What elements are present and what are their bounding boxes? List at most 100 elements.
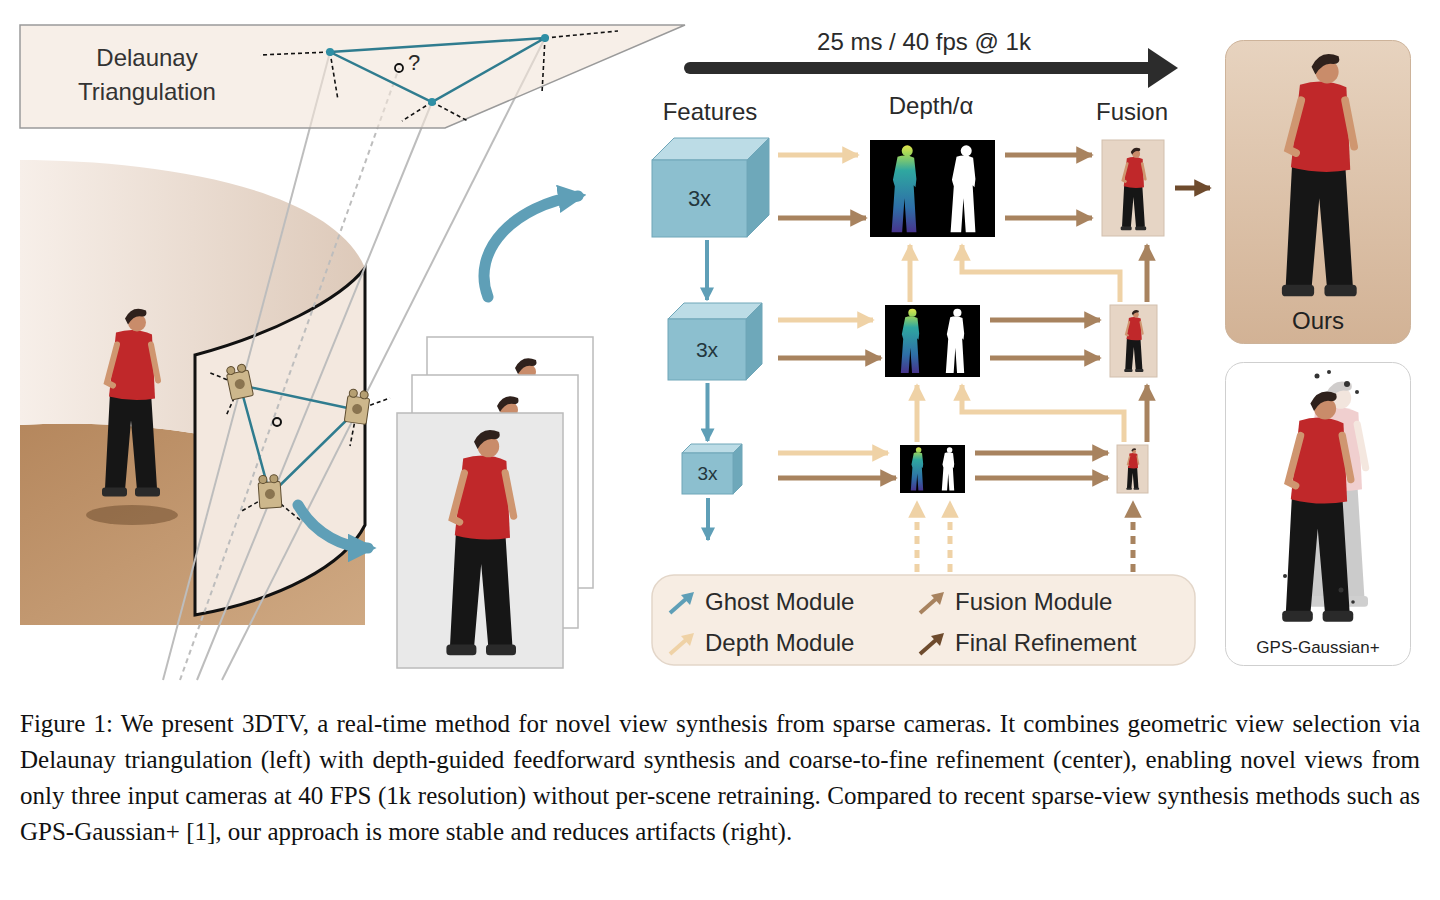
view-selection-panel-shape — [20, 25, 685, 128]
flow-curve-arrows-part — [298, 505, 368, 548]
camera-rig-part-part — [234, 378, 246, 390]
pipeline-arrows-part — [948, 502, 953, 572]
legend-sample — [917, 631, 947, 657]
input-image-stack-part — [446, 430, 516, 655]
camera-rays-part — [180, 68, 399, 680]
figure-label: Depth/α — [851, 92, 1011, 121]
pipeline-arrows-part — [706, 498, 710, 540]
feature-cube-shape-part — [733, 444, 742, 494]
ghost-module-arrow — [706, 383, 710, 441]
camera-rig-part-part — [259, 475, 268, 484]
feature-cube-shape-part — [652, 160, 747, 237]
capture-stage-part — [86, 505, 178, 525]
depth-alpha-maps-part — [900, 445, 965, 493]
comparison-panel-shape-part — [1226, 363, 1411, 666]
legend-arrow-head — [681, 592, 694, 605]
figure-label: Features — [630, 98, 790, 127]
pipeline-arrows-part — [990, 356, 1100, 361]
fusion-outputs-part — [1124, 310, 1143, 372]
timing-arrow-part — [690, 62, 1152, 74]
node-text: GPS-Gaussian+ — [1229, 638, 1407, 658]
legend-text: Depth Module — [705, 629, 854, 658]
fusion-outputs-part — [1121, 148, 1147, 231]
feature-cube: 3x — [652, 138, 769, 237]
pipeline-arrows-part — [975, 451, 1108, 456]
feature-cube: 3x — [668, 303, 762, 380]
camera-rig-part-part — [344, 396, 369, 425]
view-selection-panel-shape-part-part — [542, 38, 545, 93]
result-panel: Ours — [1225, 40, 1411, 344]
legend-arrow-shaft — [670, 598, 687, 613]
comparison-panel-shape-part-part — [1355, 390, 1359, 394]
legend-box-part — [652, 575, 1195, 665]
legend-arrow-shaft — [920, 639, 937, 654]
depth-alpha-maps-part — [942, 447, 954, 490]
view-selection-panel-shape-part — [395, 64, 403, 72]
camera-rig-part-part — [265, 489, 276, 500]
comparison-panel-shape-part-part — [1315, 374, 1320, 379]
pipeline-arrows-part — [975, 476, 1108, 481]
timing-arrow-part — [1148, 48, 1178, 88]
depth-alpha-maps-part — [951, 145, 976, 232]
comparison-panel-shape-part-part — [1344, 381, 1350, 387]
camera-rays-part — [163, 52, 330, 680]
legend-arrow-shaft — [920, 598, 937, 613]
view-selection-panel-shape-part-part — [432, 102, 468, 121]
view-selection-panel-shape-part-part — [260, 52, 330, 55]
figure-label: ? — [408, 50, 428, 76]
camera-rig-part-part — [270, 474, 279, 483]
camera-rig-part — [240, 385, 357, 495]
legend-arrow-shaft — [670, 639, 687, 654]
pipeline-arrows-part — [778, 216, 866, 221]
camera-rig-part-part — [349, 389, 358, 398]
pipeline-arrows-part — [778, 318, 873, 323]
camera-rig-part-part — [226, 366, 235, 375]
result-panel-shape-part — [1226, 41, 1411, 344]
pipeline-arrows-part — [1005, 216, 1092, 221]
pipeline-arrows-part — [1175, 186, 1210, 191]
pipeline-arrows-part — [778, 451, 888, 456]
pipeline-arrows-part — [778, 356, 881, 361]
fusion-outputs-part — [1110, 305, 1157, 377]
feature-cube-shape-part — [668, 319, 746, 380]
camera-rig-part-part — [360, 390, 369, 399]
legend-text: Final Refinement — [955, 629, 1136, 658]
fusion-outputs-part — [1126, 448, 1139, 489]
camera-rig — [208, 363, 390, 520]
legend-arrow-head — [931, 592, 944, 605]
depth-alpha-maps — [870, 140, 995, 493]
pipeline-arrows-part — [915, 385, 920, 442]
comparison-panel-shape-part-part — [1339, 588, 1344, 593]
view-selection-panel-shape-part — [260, 31, 618, 121]
depth-alpha-maps-part — [946, 309, 964, 373]
fusion-outputs-part — [1117, 445, 1148, 493]
capture-stage-part — [102, 309, 160, 497]
comparison-panel-shape-part — [1282, 392, 1353, 622]
comparison-panel: GPS-Gaussian+ — [1225, 362, 1411, 666]
feature-cube-shape-part — [682, 444, 742, 453]
node-text: Ours — [1229, 307, 1407, 336]
view-selection-panel: Delaunay Triangulation — [20, 25, 685, 128]
comparison-panel-shape — [1225, 362, 1411, 666]
legend-sample — [667, 590, 697, 616]
legend-box — [652, 575, 1195, 665]
pipeline-arrows-part — [908, 245, 913, 302]
comparison-panel-shape-part-part — [1351, 600, 1355, 604]
depth-alpha-maps-part — [901, 309, 919, 373]
view-selection-panel-shape-part-part — [402, 102, 432, 121]
legend-text: Ghost Module — [705, 588, 854, 617]
pipeline-arrows-part — [1131, 502, 1136, 572]
pipeline-arrows-part — [778, 153, 858, 158]
depth-alpha-maps-part — [885, 305, 980, 377]
node-text: 3x — [652, 160, 747, 237]
legend-arrow-head — [681, 633, 694, 646]
pipeline-arrows-part — [962, 385, 1124, 442]
camera-rig-part — [273, 418, 281, 426]
node-text: Delaunay Triangulation — [42, 41, 252, 109]
camera-rig-part-part — [237, 364, 246, 373]
input-image-stack-part — [397, 413, 563, 668]
legend-arrow-head — [931, 633, 944, 646]
pipeline-arrows-part — [1145, 245, 1150, 302]
comparison-panel-shape-part-part — [1283, 574, 1287, 578]
